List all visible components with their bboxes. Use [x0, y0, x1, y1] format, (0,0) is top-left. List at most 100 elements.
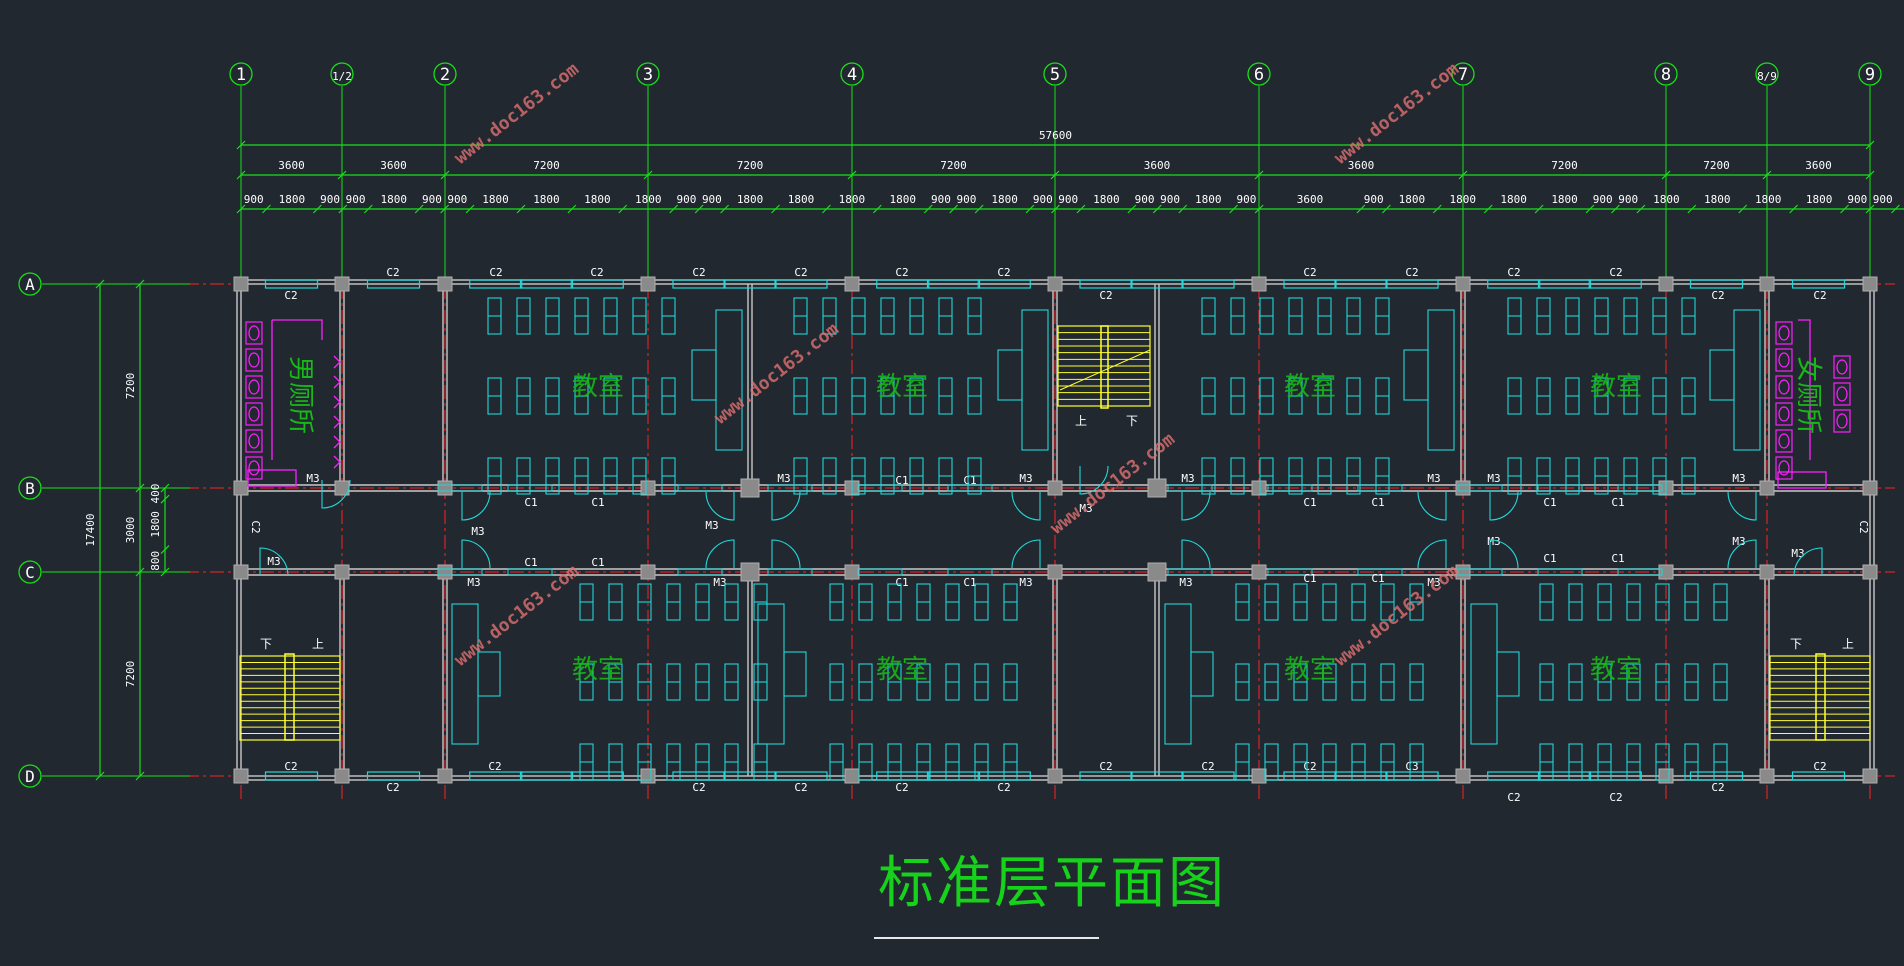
window — [1130, 279, 1184, 289]
classroom-label: 教室 — [1284, 372, 1336, 402]
dimension-tick — [160, 567, 170, 577]
opening-tag: M3 — [1427, 576, 1440, 589]
window — [1487, 279, 1541, 289]
urinal — [333, 455, 341, 469]
window — [767, 568, 813, 576]
opening-tag: C2 — [489, 266, 502, 279]
toilet-fixture — [248, 406, 260, 422]
toilet-fixture — [245, 348, 263, 372]
opening-tag: C2 — [1609, 266, 1622, 279]
toilet-fixture — [1775, 348, 1793, 372]
opening-tag: C2 — [1857, 520, 1870, 533]
opening-tag: M3 — [1019, 472, 1032, 485]
opening-tag: C2 — [1507, 791, 1520, 804]
watermark: www.doc163.com — [450, 59, 583, 169]
opening-tag: C2 — [284, 289, 297, 302]
dimension-tick — [160, 545, 170, 555]
stair-handrail — [1815, 653, 1826, 741]
opening-tag: M3 — [471, 525, 484, 538]
dimension-tick — [1050, 170, 1060, 180]
sub-dimension: 900 — [1058, 193, 1078, 206]
axis-label: 8 — [1661, 65, 1671, 85]
window — [264, 771, 319, 781]
opening-tag: C1 — [895, 576, 908, 589]
dimension-tick — [516, 204, 526, 214]
window — [723, 279, 777, 289]
bay-dimension: 3600 — [1144, 159, 1171, 172]
dimension-tick — [1789, 204, 1799, 214]
column — [233, 480, 249, 496]
podium — [451, 603, 479, 745]
opening-tag: C2 — [488, 760, 501, 773]
opening-tag: C2 — [997, 266, 1010, 279]
sub-dimension: 1800 — [635, 193, 662, 206]
dimension-tick — [1840, 204, 1849, 214]
dimension-tick — [1381, 204, 1391, 214]
dimension-tick — [1865, 204, 1875, 214]
window — [366, 279, 421, 289]
sub-dimension: 1800 — [1450, 193, 1477, 206]
door-swing — [771, 491, 801, 521]
sub-dimension: 1800 — [533, 193, 560, 206]
sub-dimension: 900 — [702, 193, 722, 206]
dimension-tick — [414, 204, 424, 214]
sub-dimension: 900 — [447, 193, 467, 206]
column — [1455, 276, 1471, 292]
sub-dimension: 900 — [1160, 193, 1180, 206]
dimension-tick — [694, 204, 704, 214]
dimension-tick — [236, 140, 246, 150]
window — [264, 279, 319, 289]
opening-tag: C2 — [794, 781, 807, 794]
opening-tag: M3 — [713, 576, 726, 589]
sub-dimension: 900 — [1873, 193, 1893, 206]
classroom-label: 教室 — [1590, 655, 1642, 685]
dimension-tick — [1534, 204, 1544, 214]
dimension-tick — [923, 204, 933, 214]
window — [1617, 484, 1663, 492]
urinal — [333, 435, 341, 449]
toilet-fixture — [1775, 429, 1793, 453]
dimension-tick — [363, 204, 373, 214]
toilet-fixture — [1778, 352, 1790, 368]
axis-label: C — [25, 563, 35, 582]
axis-label: 1/2 — [332, 70, 352, 83]
window — [519, 771, 574, 781]
sub-dimension: 1800 — [1399, 193, 1426, 206]
toilet-fixture — [1778, 325, 1790, 341]
sub-dimension: 1800 — [737, 193, 764, 206]
column — [1251, 276, 1267, 292]
axis-label: B — [25, 479, 35, 498]
teacher-desk — [477, 651, 501, 697]
sub-dimension: 1800 — [890, 193, 917, 206]
washbasin — [1777, 471, 1827, 489]
bay-dimension: 7200 — [737, 159, 764, 172]
sub-dimension: 900 — [1135, 193, 1155, 206]
window — [1130, 771, 1184, 781]
vertical-dimension: 7200 — [124, 661, 137, 688]
window — [1791, 279, 1846, 289]
column — [844, 768, 860, 784]
toilet-fixture — [1836, 386, 1848, 402]
opening-tag: C2 — [1711, 289, 1724, 302]
teacher-desk — [1709, 349, 1735, 401]
door-swing — [1417, 539, 1447, 569]
stair-label: 上 — [1842, 637, 1854, 651]
column — [1455, 768, 1471, 784]
window — [1791, 771, 1846, 781]
window — [366, 771, 421, 781]
column — [1251, 768, 1267, 784]
window — [1588, 771, 1642, 781]
vertical-dimension: 800 — [149, 551, 162, 571]
teacher-desk — [691, 349, 717, 401]
toilet-fixture — [248, 325, 260, 341]
toilet-fixture — [1778, 379, 1790, 395]
sub-dimension: 900 — [1847, 193, 1867, 206]
vertical-dimension: 1800 — [149, 511, 162, 538]
window — [1267, 484, 1313, 492]
dimension-tick — [1178, 204, 1188, 214]
opening-tag: C2 — [895, 781, 908, 794]
axis-label: 6 — [1254, 65, 1264, 85]
dimension-tick — [1611, 204, 1620, 214]
toilet-fixture — [1836, 359, 1848, 375]
